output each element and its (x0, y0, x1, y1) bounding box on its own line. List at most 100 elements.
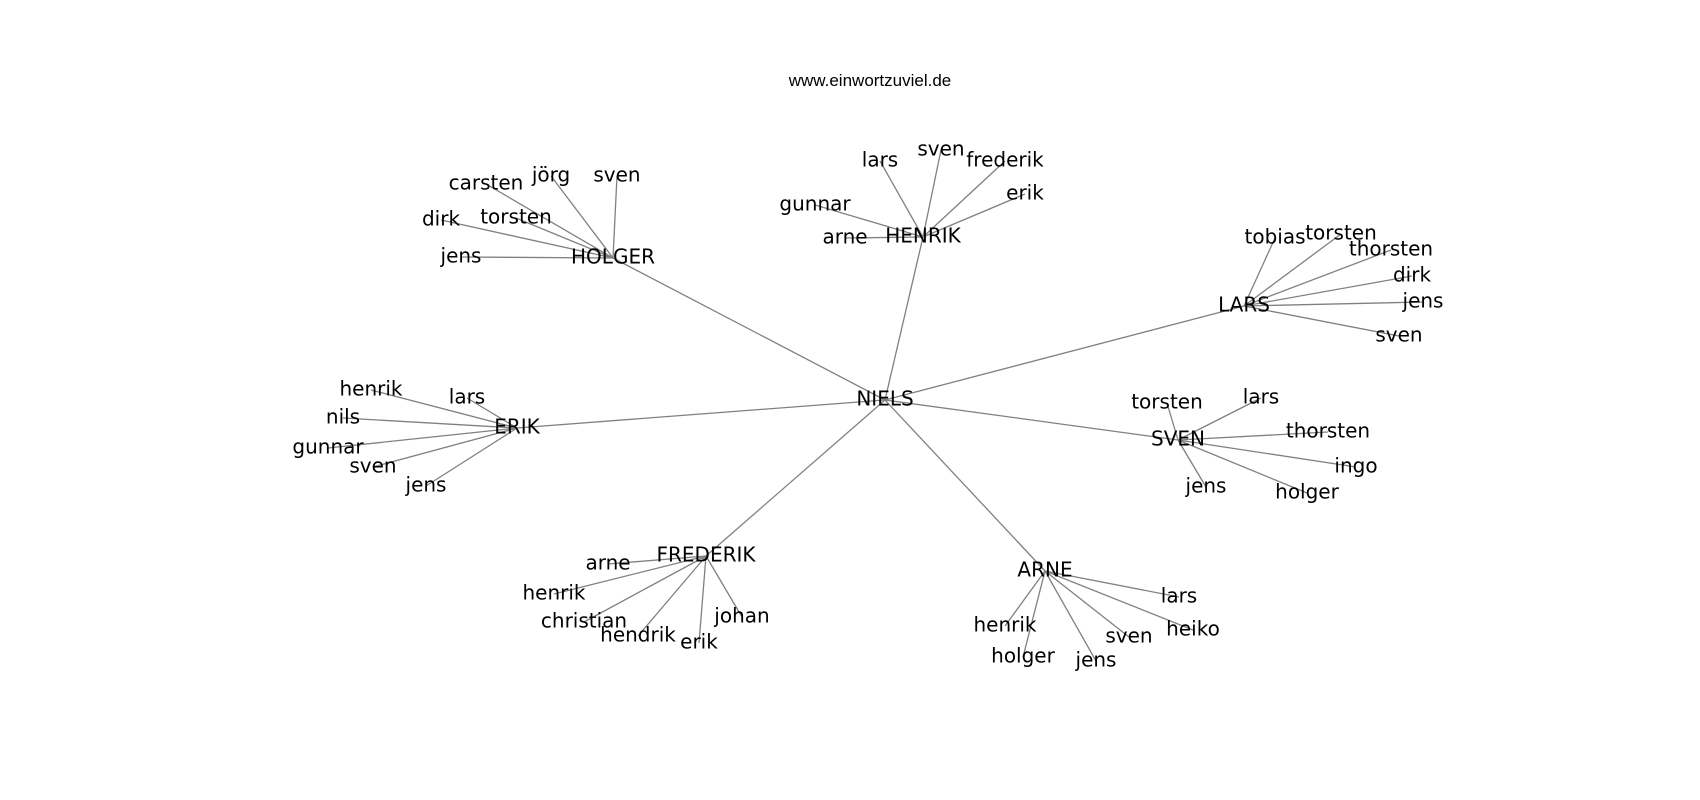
hub-node-label-erik: ERIK (494, 415, 540, 439)
edge-arne-holger (1022, 570, 1046, 658)
leaf-node-label: frederik (966, 148, 1044, 172)
leaf-node-label: sven (1105, 624, 1152, 648)
edge-erik-jens (425, 427, 518, 487)
leaf-node-label: sven (1375, 323, 1422, 347)
hub-node-label-henrik: HENRIK (885, 224, 961, 248)
edge-arne-henrik (1004, 570, 1046, 627)
edge-root-erik (516, 399, 886, 429)
edge-frederik-arne (607, 555, 707, 565)
leaf-node-label: nils (326, 405, 360, 429)
leaf-node-label: thorsten (1286, 419, 1370, 443)
leaf-node-label: erik (680, 630, 718, 654)
leaf-node-label: ingo (1334, 454, 1377, 478)
root-node-label: NIELS (856, 387, 913, 411)
leaf-node-label: lars (449, 385, 485, 409)
edge-frederik-hendrik (637, 555, 707, 637)
edge-henrik-lars (879, 160, 924, 238)
edge-henrik-sven (922, 149, 942, 238)
leaf-node-label: holger (1275, 480, 1339, 504)
leaf-node-label: thorsten (1349, 237, 1433, 261)
edge-sven-torsten (1166, 402, 1179, 441)
edge-holger-sven (612, 175, 618, 259)
edge-root-holger (612, 257, 886, 401)
leaf-node-label: erik (1006, 181, 1044, 205)
edge-sven-ingo (1177, 439, 1357, 468)
edge-root-sven (884, 399, 1179, 441)
leaf-node-label: lars (862, 148, 898, 172)
edge-erik-nils (342, 417, 518, 429)
edge-sven-thorsten (1177, 431, 1329, 441)
leaf-node-label: tobias (1244, 225, 1305, 249)
leaf-node-label: henrik (522, 581, 585, 605)
edge-henrik-gunnar (814, 204, 924, 238)
edge-frederik-henrik (553, 555, 707, 595)
hub-node-label-sven: SVEN (1151, 427, 1205, 451)
leaf-node-label: lars (1161, 584, 1197, 608)
edge-sven-holger (1177, 439, 1308, 494)
edge-holger-dirk (440, 219, 614, 259)
leaf-node-label: jens (1185, 474, 1227, 498)
leaf-node-label: jens (1075, 648, 1117, 672)
hub-node-label-lars: LARS (1218, 293, 1270, 317)
edge-erik-sven (372, 427, 518, 468)
leaf-node-label: torsten (1131, 390, 1203, 414)
leaf-node-label: christian (541, 609, 627, 633)
graph-edges (327, 149, 1424, 662)
edge-arne-jens (1044, 570, 1097, 662)
leaf-node-label: torsten (480, 205, 552, 229)
edge-lars-jens (1243, 301, 1424, 307)
hub-node-label-frederik: FREDERIK (657, 543, 757, 567)
edge-henrik-arne (844, 236, 924, 239)
edge-henrik-frederik (922, 160, 1006, 238)
leaf-node-label: johan (713, 604, 769, 628)
leaf-node-label: carsten (449, 171, 524, 195)
leaf-node-label: sven (917, 137, 964, 161)
edge-erik-henrik (370, 389, 518, 429)
leaf-node-label: dirk (1393, 263, 1431, 287)
edge-arne-lars (1044, 570, 1180, 598)
leaf-node-label: henrik (339, 377, 402, 401)
edge-lars-thorsten (1243, 249, 1392, 307)
edge-root-frederik (705, 399, 886, 557)
edge-sven-lars (1177, 397, 1262, 441)
hub-node-label-arne: ARNE (1017, 558, 1072, 582)
leaf-node-label: gunnar (779, 192, 851, 216)
leaf-node-label: lars (1243, 385, 1279, 409)
leaf-node-label: holger (991, 644, 1055, 668)
edge-erik-gunnar (327, 427, 518, 449)
hub-node-label-holger: HOLGER (571, 245, 655, 269)
site-url: www.einwortzuviel.de (788, 71, 952, 90)
leaf-node-label: heiko (1166, 617, 1220, 641)
edge-frederik-christian (583, 555, 707, 623)
leaf-node-label: arne (585, 551, 630, 575)
leaf-node-label: torsten (1305, 221, 1377, 245)
leaf-node-label: jörg (531, 163, 570, 187)
edge-sven-jens (1177, 439, 1207, 488)
edge-holger-jörg (550, 175, 614, 259)
leaf-node-label: jens (440, 244, 482, 268)
edge-erik-lars (466, 397, 518, 429)
leaf-node-label: arne (822, 225, 867, 249)
edge-lars-sven (1243, 305, 1400, 337)
edge-holger-carsten (485, 183, 614, 259)
leaf-node-label: henrik (973, 613, 1036, 637)
leaf-node-label: dirk (422, 207, 460, 231)
leaf-node-label: hendrik (600, 623, 676, 647)
leaf-node-label: gunnar (292, 435, 364, 459)
edge-frederik-johan (705, 555, 743, 618)
edge-root-lars (884, 305, 1245, 401)
edge-frederik-erik (698, 555, 707, 644)
edge-holger-jens (460, 256, 614, 259)
edge-arne-sven (1044, 570, 1130, 638)
leaf-node-label: jens (1402, 289, 1444, 313)
edge-henrik-erik (922, 193, 1026, 238)
edge-lars-dirk (1243, 275, 1413, 307)
edge-arne-heiko (1044, 570, 1194, 631)
leaf-node-label: sven (593, 163, 640, 187)
edge-lars-tobias (1243, 237, 1276, 307)
leaf-node-label: sven (349, 454, 396, 478)
edge-holger-torsten (515, 217, 614, 259)
edge-root-henrik (884, 236, 924, 401)
edge-lars-torsten (1243, 233, 1342, 307)
